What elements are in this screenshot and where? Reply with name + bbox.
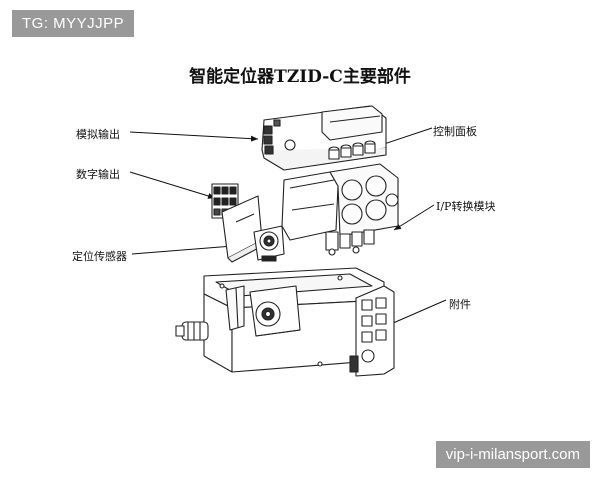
label-ip-module: I/P转换模块 bbox=[436, 200, 496, 213]
leader-ip-module bbox=[393, 204, 435, 231]
housing bbox=[175, 267, 395, 377]
ip-converter-module bbox=[281, 163, 399, 256]
position-sensor bbox=[253, 225, 285, 262]
label-position-sensor: 定位传感器 bbox=[72, 250, 127, 263]
label-digital-output: 数字输出 bbox=[76, 168, 120, 181]
diagram-title: 智能定位器TZID-C主要部件 bbox=[189, 67, 411, 87]
watermark-bottom: vip-i-milansport.com bbox=[435, 441, 590, 468]
leader-analog-output bbox=[129, 131, 259, 142]
leader-digital-output bbox=[129, 171, 216, 199]
control-board bbox=[261, 105, 387, 171]
label-accessory: 附件 bbox=[449, 298, 471, 311]
leader-control-panel bbox=[377, 127, 433, 147]
watermark-top: TG: MYYJJPP bbox=[12, 10, 135, 37]
label-analog-output: 模拟输出 bbox=[76, 128, 120, 141]
label-control-panel: 控制面板 bbox=[433, 125, 477, 138]
